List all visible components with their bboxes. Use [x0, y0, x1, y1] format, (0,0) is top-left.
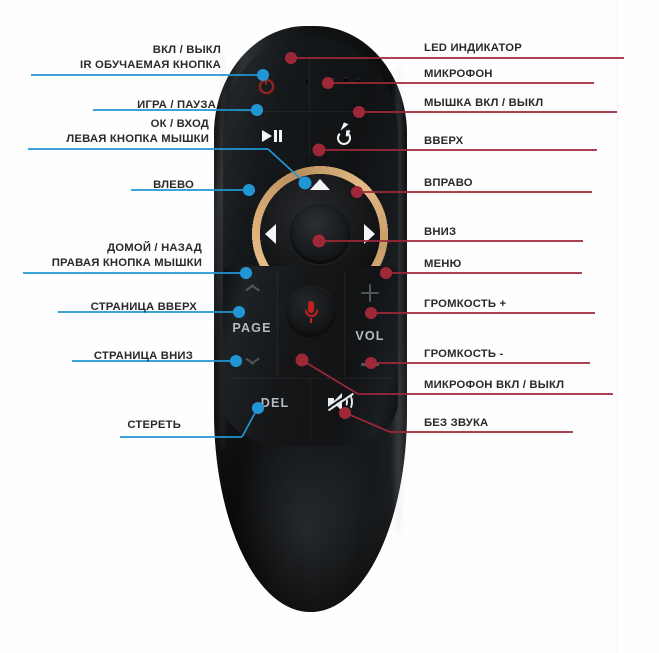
- label-menu: МЕНЮ: [424, 257, 461, 272]
- label-menu-line1: МЕНЮ: [424, 258, 462, 270]
- faceplate-separator-v2: [309, 117, 310, 157]
- del-key-label: DEL: [260, 396, 290, 410]
- label-voldown: ГРОМКОСТЬ -: [424, 347, 503, 362]
- label-pagedown-line1: СТРАНИЦА ВНИЗ: [93, 350, 193, 362]
- vol-key-label: VOL: [355, 328, 385, 343]
- remote-control-device: PAGE VOL DEL: [214, 26, 407, 612]
- label-pagedown: СТРАНИЦА ВНИЗ: [94, 349, 193, 364]
- label-volup: ГРОМКОСТЬ +: [424, 297, 506, 312]
- label-right: ВПРАВО: [424, 176, 473, 191]
- remote-keypad-lower: PAGE VOL DEL: [223, 266, 398, 446]
- shell-highlight-left: [218, 50, 227, 450]
- delete-button[interactable]: DEL: [253, 390, 297, 416]
- microphone-hole-1: [331, 78, 336, 83]
- microphone-button[interactable]: [285, 286, 337, 338]
- speaker-mute-icon: [327, 392, 355, 412]
- label-up-line1: ВВЕРХ: [424, 135, 464, 147]
- keypad-separator-v1: [277, 270, 278, 378]
- label-delete-line1: СТЕРЕТЬ: [127, 419, 181, 431]
- label-home-line1: ДОМОЙ / НАЗАД: [107, 242, 202, 254]
- keypad-separator-v3: [310, 378, 311, 440]
- label-mute-line1: БЕЗ ЗВУКА: [424, 417, 489, 429]
- label-microphone: МИКРОФОН: [424, 67, 493, 82]
- chevron-up-icon: [244, 284, 261, 293]
- background-divider: [617, 0, 618, 653]
- minus-icon: [361, 363, 379, 366]
- play-pause-icon: [261, 129, 283, 143]
- label-led: LED ИНДИКАТОР: [424, 41, 522, 56]
- label-mictoggle: МИКРОФОН ВКЛ / ВЫКЛ: [424, 378, 564, 393]
- power-icon: [258, 76, 274, 94]
- label-pageup: СТРАНИЦА ВВЕРХ: [91, 300, 197, 315]
- label-down-line1: ВНИЗ: [424, 226, 457, 238]
- label-delete: СТЕРЕТЬ: [127, 418, 181, 433]
- arrow-right-icon[interactable]: [364, 224, 375, 244]
- label-up: ВВЕРХ: [424, 134, 463, 149]
- label-ok-line2: ЛЕВАЯ КНОПКА МЫШКИ: [66, 132, 209, 145]
- play-pause-button[interactable]: [253, 123, 291, 149]
- label-playpause-line1: ИГРА / ПАУЗА: [137, 99, 216, 111]
- label-home: ДОМОЙ / НАЗАД ПРАВАЯ КНОПКА МЫШКИ: [52, 241, 202, 270]
- label-power: ВКЛ / ВЫКЛ IR ОБУЧАЕМАЯ КНОПКА: [80, 43, 221, 72]
- led-indicator-hole: [305, 79, 309, 83]
- label-home-line2: ПРАВАЯ КНОПКА МЫШКИ: [51, 256, 202, 269]
- arrow-left-icon[interactable]: [265, 224, 276, 244]
- mouse-toggle-icon: [334, 122, 358, 148]
- label-down: ВНИЗ: [424, 225, 456, 240]
- page-button[interactable]: PAGE: [231, 280, 273, 376]
- label-mute: БЕЗ ЗВУКА: [424, 416, 488, 431]
- label-power-line1: ВКЛ / ВЫКЛ: [152, 44, 221, 56]
- label-mousetoggle: МЫШКА ВКЛ / ВЫКЛ: [424, 96, 543, 111]
- microphone-icon: [304, 301, 318, 323]
- label-ok: ОК / ВХОД ЛЕВАЯ КНОПКА МЫШКИ: [66, 117, 209, 146]
- page-key-label: PAGE: [232, 321, 272, 335]
- label-microphone-line1: МИКРОФОН: [424, 68, 493, 80]
- label-mictoggle-line1: МИКРОФОН ВКЛ / ВЫКЛ: [424, 379, 565, 391]
- faceplate-separator-v1: [309, 59, 310, 111]
- mouse-toggle-button[interactable]: [331, 121, 361, 151]
- mute-button[interactable]: [325, 388, 357, 416]
- plus-icon: [361, 284, 379, 302]
- label-left-line1: ВЛЕВО: [153, 179, 194, 191]
- label-pageup-line1: СТРАНИЦА ВВЕРХ: [90, 301, 197, 313]
- label-led-line1: LED ИНДИКАТОР: [424, 42, 522, 54]
- chevron-down-icon: [244, 363, 261, 372]
- volume-button[interactable]: VOL: [348, 280, 392, 376]
- label-power-line2: IR ОБУЧАЕМАЯ КНОПКА: [80, 58, 221, 71]
- label-right-line1: ВПРАВО: [424, 177, 473, 189]
- label-voldown-line1: ГРОМКОСТЬ -: [424, 348, 504, 360]
- keypad-separator-h1: [229, 378, 393, 379]
- label-left: ВЛЕВО: [153, 178, 194, 193]
- power-button[interactable]: [251, 73, 281, 99]
- label-playpause: ИГРА / ПАУЗА: [137, 98, 216, 113]
- label-mousetoggle-line1: МЫШКА ВКЛ / ВЫКЛ: [424, 97, 544, 109]
- label-volup-line1: ГРОМКОСТЬ +: [424, 298, 507, 310]
- microphone-hole-2: [343, 77, 348, 82]
- microphone-hole-3: [355, 78, 360, 83]
- label-ok-line1: ОК / ВХОД: [150, 118, 209, 130]
- arrow-up-icon[interactable]: [310, 179, 330, 190]
- faceplate-separator-h1: [237, 111, 385, 112]
- ok-center-button[interactable]: [290, 204, 350, 264]
- keypad-separator-v2: [344, 270, 345, 378]
